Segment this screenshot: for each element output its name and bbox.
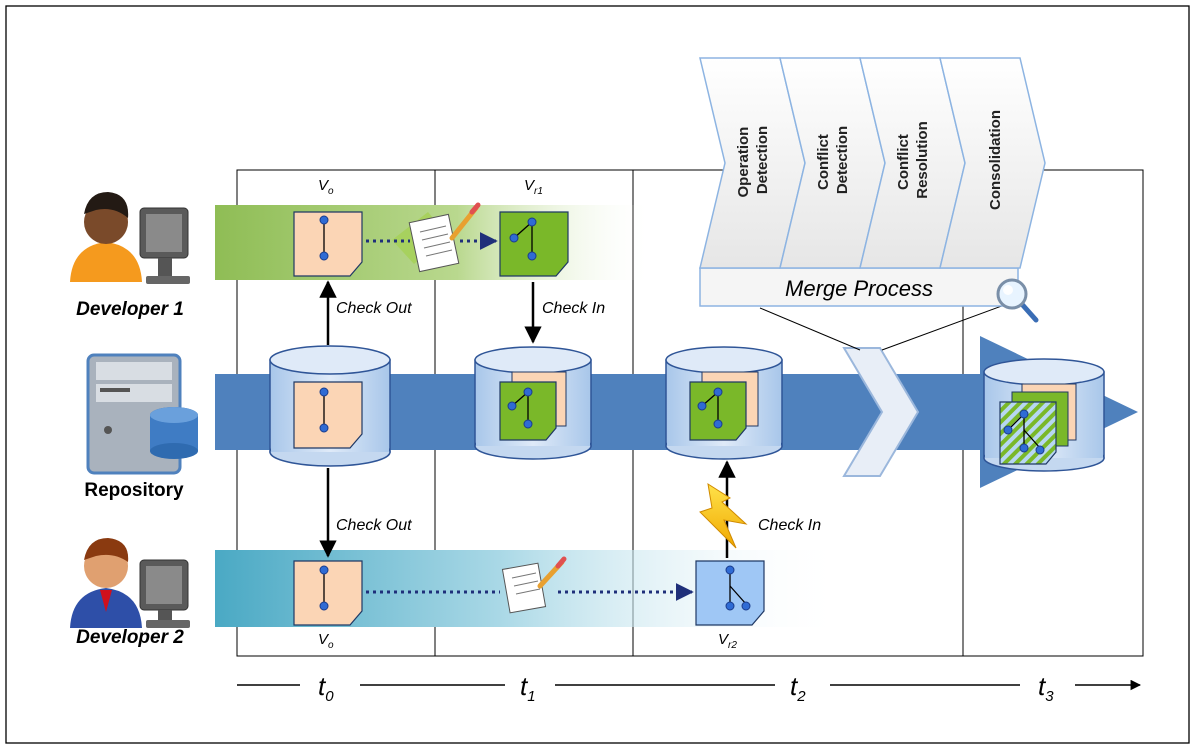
merge-step-3-line1: Conflict: [895, 134, 912, 190]
model-doc-repo-t0: [293, 381, 363, 449]
model-doc-repo-t2: [689, 371, 759, 441]
time-label-t1: t1: [520, 671, 536, 705]
merge-process-box: [699, 267, 1019, 307]
notepad-edit-icon-dev2: [501, 556, 567, 614]
developer2-label: Developer 2: [76, 627, 184, 648]
version-label-vr2: Vr2: [718, 631, 737, 651]
merge-step-3-label: Conflict Resolution: [895, 121, 931, 199]
merge-chevron: [842, 347, 920, 477]
model-doc-dev1-v0: [293, 211, 363, 277]
server-icon: [86, 353, 198, 475]
model-doc-repo-t1: [499, 371, 567, 441]
model-doc-dev2-v0: [293, 560, 363, 626]
developer1-label: Developer 1: [76, 299, 184, 320]
merge-step-1-line1: Operation: [735, 127, 752, 198]
checkin-label-top: Check In: [542, 300, 605, 317]
repository-label: Repository: [84, 480, 184, 501]
merge-step-2-line2: Detection: [834, 126, 851, 194]
model-doc-repo-t3-merged: [999, 383, 1077, 465]
merge-step-3-line2: Resolution: [914, 121, 931, 199]
developer1-avatar-icon: [70, 192, 190, 284]
merge-step-1-line2: Detection: [754, 126, 771, 194]
merge-zoom-line-right: [881, 299, 1019, 351]
version-label-v0-top: Vo: [318, 177, 334, 197]
time-label-t0: t0: [318, 671, 334, 705]
repo-cylinder-t0: [269, 345, 391, 467]
checkout-label-top: Check Out: [336, 300, 412, 317]
merge-step-4-line1: Consolidation: [987, 110, 1004, 210]
model-doc-dev1-vr1: [499, 211, 569, 277]
time-label-t3: t3: [1038, 671, 1054, 705]
merge-step-2-line1: Conflict: [815, 134, 832, 190]
merge-step-2-label: Conflict Detection: [815, 126, 851, 194]
merge-process-panel: Merge Process Operation Detection Confli…: [699, 57, 1046, 323]
checkout-label-bottom: Check Out: [336, 517, 412, 534]
developer2-avatar-icon: [70, 538, 190, 628]
model-doc-dev2-vr2: [695, 560, 765, 626]
merge-step-4-label: Consolidation: [987, 110, 1004, 210]
checkin-label-bottom: Check In: [758, 517, 821, 534]
merge-step-1-label: Operation Detection: [735, 122, 771, 197]
version-label-v0-bottom: Vo: [318, 631, 334, 651]
conflict-lightning-icon: [699, 482, 748, 549]
merge-step-4: [939, 57, 1046, 269]
notepad-edit-icon-dev1: [392, 202, 481, 273]
version-label-vr1: Vr1: [524, 177, 543, 197]
magnifier-icon: [996, 278, 1039, 323]
time-label-t2: t2: [790, 671, 806, 705]
merge-process-title: Merge Process: [785, 276, 933, 301]
merge-zoom-line-left: [759, 307, 861, 351]
